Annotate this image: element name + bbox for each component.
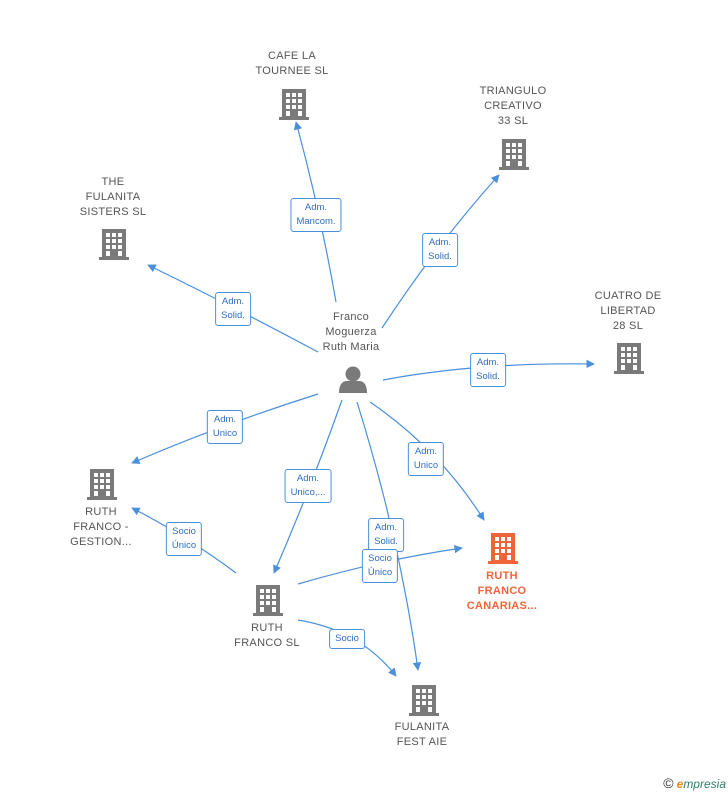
edge-label-canarias: Adm.Unico <box>407 442 445 476</box>
building-icon-ruth-sl[interactable] <box>253 585 283 616</box>
brand-logo-e: e <box>676 777 684 791</box>
edge-label-triangulo: Adm.Solid. <box>422 233 458 267</box>
building-icon-fest[interactable] <box>409 685 439 716</box>
building-icon-canarias[interactable] <box>488 533 518 564</box>
building-icon-cafe[interactable] <box>279 89 309 120</box>
edge-label-ruth-sl: Adm.Unico,... <box>284 469 332 503</box>
person-icon[interactable] <box>339 366 367 394</box>
edge-label-sl-fest: Socio <box>329 629 365 649</box>
edge-label-cafe: Adm.Mancom. <box>290 198 342 232</box>
edge-label-gestion: Adm.Unico <box>206 410 244 444</box>
building-icon-triangulo[interactable] <box>499 139 529 170</box>
copyright-icon: © <box>663 775 674 791</box>
edge-label-cuatro: Adm.Solid. <box>470 353 506 387</box>
footer-brand[interactable]: ©empresia <box>663 775 726 791</box>
building-icon-gestion[interactable] <box>87 469 117 500</box>
edge-label-fest: Adm.Solid. <box>368 518 404 552</box>
building-icon-cuatro[interactable] <box>614 343 644 374</box>
brand-name: mpresia <box>683 777 726 791</box>
building-icon-sisters[interactable] <box>99 229 129 260</box>
edge-label-sisters: Adm.Solid. <box>215 292 251 326</box>
